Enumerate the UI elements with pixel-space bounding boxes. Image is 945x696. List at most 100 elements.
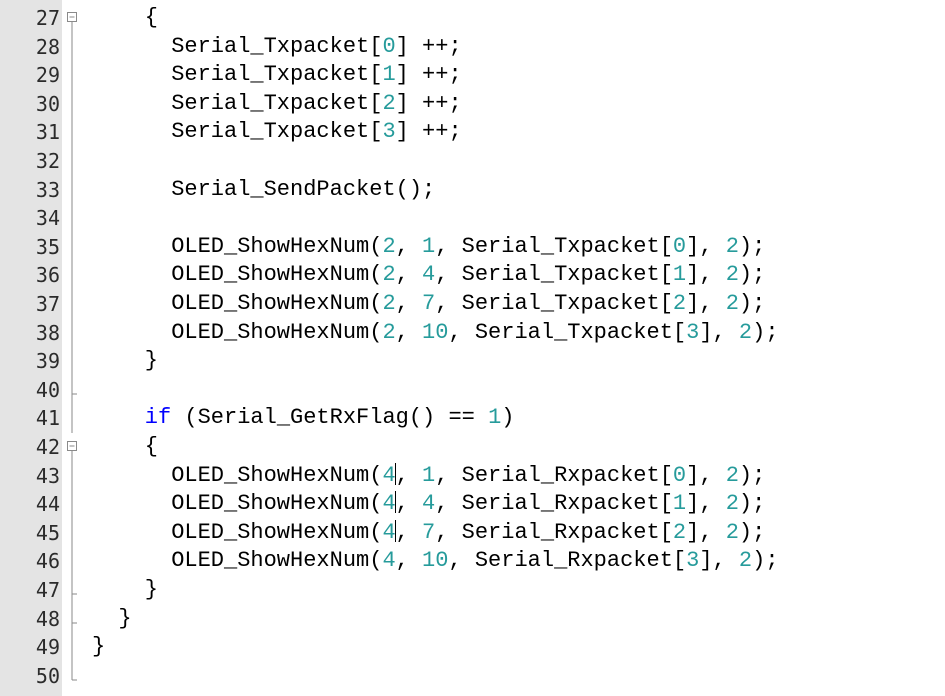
code-text[interactable]: OLED_ShowHexNum(2, 7, Serial_Txpacket[2]… <box>171 290 765 319</box>
number-token: 2 <box>382 90 396 116</box>
text-token: } <box>144 348 158 374</box>
line-number: 47 <box>35 578 60 602</box>
text-token <box>409 262 422 287</box>
text-token: , <box>395 519 409 545</box>
fold-guide-icon <box>64 318 80 348</box>
code-text[interactable]: } <box>145 576 158 605</box>
code-text[interactable]: { <box>145 4 158 33</box>
code-line[interactable]: 42{ <box>0 433 945 462</box>
text-token: ; <box>448 62 462 88</box>
text-token <box>726 548 739 573</box>
text-token: Serial_Rxpacket <box>461 519 660 545</box>
text-token: ( <box>369 233 383 259</box>
fold-guide-icon <box>64 261 80 291</box>
code-line[interactable]: 40 <box>0 375 945 405</box>
text-token: ) <box>738 491 753 517</box>
number-token: 4 <box>382 491 396 517</box>
code-text[interactable]: } <box>118 605 131 634</box>
text-token: ; <box>752 233 766 259</box>
fold-guide-icon <box>64 518 80 548</box>
number-token: 2 <box>725 462 739 488</box>
text-token: Serial_Txpacket <box>171 90 370 116</box>
fold-guide-icon <box>64 347 80 377</box>
text-token: [ <box>369 62 383 88</box>
line-number: 44 <box>35 492 60 517</box>
code-text[interactable]: OLED_ShowHexNum(2, 1, Serial_Txpacket[0]… <box>171 233 765 262</box>
text-token: ] <box>395 33 409 59</box>
code-line[interactable]: 47} <box>0 576 945 605</box>
text-token: [ <box>659 291 673 316</box>
code-line[interactable]: 39} <box>0 347 945 377</box>
text-token: , <box>435 262 449 288</box>
line-number: 41 <box>35 406 60 431</box>
text-token: + <box>435 62 449 88</box>
text-token: , <box>448 548 462 574</box>
text-token <box>409 62 422 87</box>
number-token: 2 <box>382 319 396 345</box>
text-token: ; <box>752 491 766 517</box>
fold-collapse-icon[interactable] <box>64 433 80 462</box>
text-token <box>462 320 475 345</box>
text-token: ( <box>369 262 383 288</box>
fold-collapse-icon[interactable] <box>64 4 80 33</box>
code-line[interactable]: 37 OLED_ShowHexNum(2, 7, Serial_Txpacket[… <box>0 290 945 319</box>
text-token: ] <box>686 291 700 316</box>
line-number: 27 <box>35 6 60 30</box>
code-text[interactable]: Serial_Txpacket[3] ++; <box>171 118 461 147</box>
code-text[interactable]: Serial_Txpacket[0] ++; <box>171 33 461 62</box>
code-line[interactable]: 32 <box>0 147 945 176</box>
code-text[interactable]: } <box>145 347 158 376</box>
number-token: 2 <box>725 491 739 517</box>
text-token: [ <box>672 319 687 345</box>
number-token: 2 <box>382 291 396 316</box>
text-token: [ <box>369 119 383 145</box>
fold-guide-icon <box>64 118 80 148</box>
code-text[interactable]: OLED_ShowHexNum(2, 10, Serial_Txpacket[3… <box>171 319 778 348</box>
code-line[interactable]: 44 OLED_ShowHexNum(4, 4, Serial_Rxpacket[… <box>0 490 945 520</box>
code-text[interactable]: OLED_ShowHexNum(4, 4, Serial_Rxpacket[1]… <box>171 490 765 519</box>
text-token <box>448 463 461 488</box>
text-token: + <box>422 33 436 59</box>
text-token: ] <box>699 548 713 574</box>
code-text[interactable]: if (Serial_GetRxFlag() == 1) <box>145 404 515 433</box>
code-line[interactable]: 50 <box>0 661 945 691</box>
code-text[interactable]: { <box>145 433 158 462</box>
number-token: 3 <box>382 119 396 145</box>
text-token <box>409 119 422 144</box>
text-token: + <box>435 119 449 145</box>
code-line[interactable]: 48} <box>0 604 945 634</box>
code-text[interactable]: } <box>92 633 105 662</box>
number-token: 2 <box>725 291 739 316</box>
code-text[interactable]: OLED_ShowHexNum(4, 1, Serial_Rxpacket[0]… <box>171 462 765 491</box>
text-token: , <box>699 491 713 517</box>
code-text[interactable]: Serial_SendPacket(); <box>171 176 435 205</box>
text-token: ; <box>448 33 462 59</box>
text-token: , <box>395 233 409 259</box>
code-line[interactable]: 27 { <box>0 4 945 33</box>
text-caret <box>394 491 396 514</box>
line-number: 37 <box>35 292 60 316</box>
code-text[interactable]: OLED_ShowHexNum(4, 10, Serial_Rxpacket[3… <box>171 547 778 576</box>
code-text[interactable]: Serial_Txpacket[1] ++; <box>171 61 461 90</box>
text-token <box>713 463 726 488</box>
code-line[interactable]: 34 <box>0 204 945 234</box>
code-line[interactable]: 41 if (Serial_GetRxFlag() == 1) <box>0 404 945 434</box>
text-token <box>713 520 726 545</box>
code-line[interactable]: 49} <box>0 633 945 663</box>
code-text[interactable]: OLED_ShowHexNum(2, 4, Serial_Txpacket[1]… <box>171 261 765 290</box>
code-text[interactable]: OLED_ShowHexNum(4, 7, Serial_Rxpacket[2]… <box>171 519 765 548</box>
text-token: + <box>435 90 449 116</box>
code-text[interactable]: Serial_Txpacket[2] ++; <box>171 90 461 119</box>
